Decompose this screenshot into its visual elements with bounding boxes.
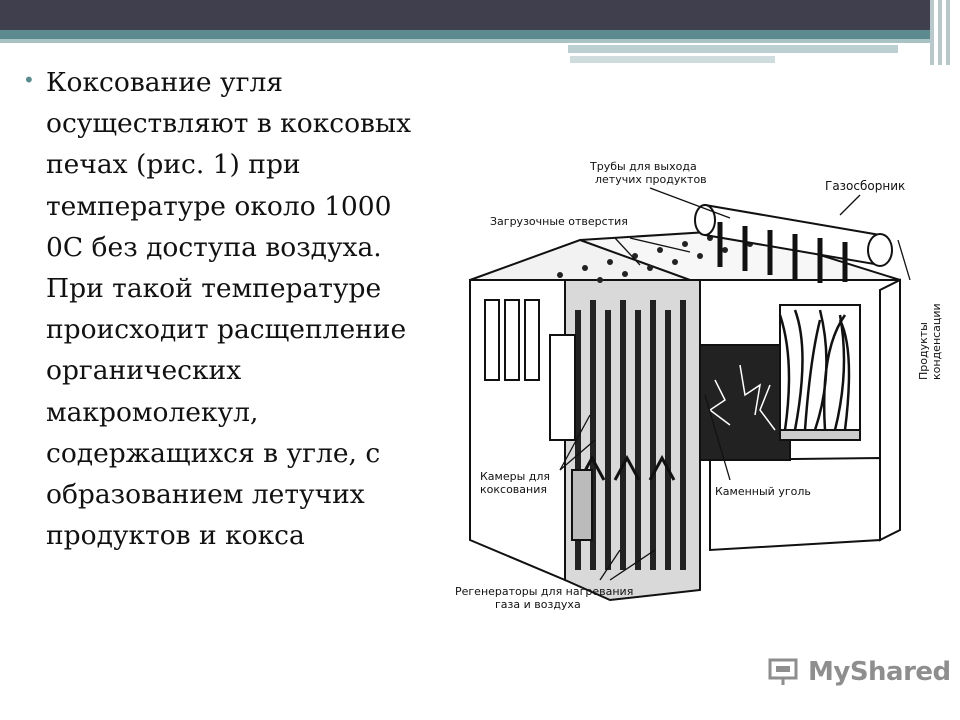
charged-chamber xyxy=(778,304,861,441)
right-block xyxy=(709,278,901,552)
watermark-text: MyShared xyxy=(808,657,951,687)
gas-collector-pipe xyxy=(694,203,893,283)
bullet-marker: • xyxy=(23,68,35,92)
label-gas-collector: Газосборник xyxy=(825,179,905,193)
header-bar xyxy=(0,0,930,30)
slide-body-text: Коксование угля осуществляют в коксовых … xyxy=(46,67,412,552)
regenerators xyxy=(571,454,676,541)
label-condensate: Продуктыконденсации xyxy=(917,303,943,380)
header-accent-bar-small xyxy=(570,56,775,63)
watermark-logo: MyShared xyxy=(768,655,951,693)
coal-chamber xyxy=(699,344,791,461)
leader-lines xyxy=(559,187,911,581)
corner-decoration xyxy=(930,0,952,65)
label-loading-holes: Загрузочные отверстия xyxy=(490,215,628,228)
heating-flues xyxy=(575,300,686,570)
header-stripe-light xyxy=(0,39,930,43)
header-accent-bar xyxy=(568,45,898,53)
side-panels xyxy=(484,299,576,441)
header-stripe xyxy=(0,30,930,39)
presentation-icon xyxy=(768,658,798,685)
label-coal: Каменный уголь xyxy=(715,485,811,498)
